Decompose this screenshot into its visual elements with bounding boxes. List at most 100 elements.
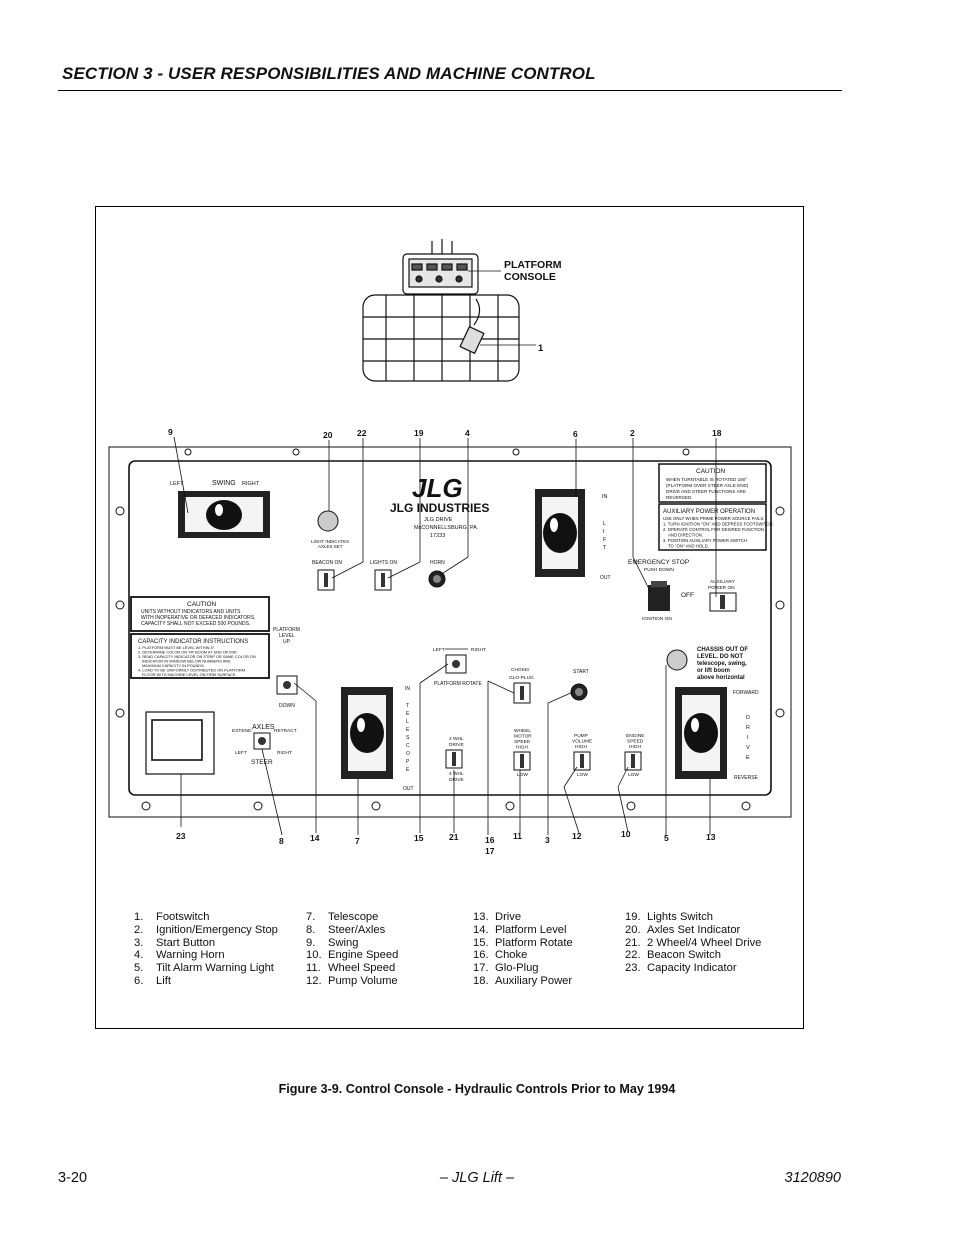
drive-letter: V — [746, 745, 750, 751]
telescope-letter: E — [406, 727, 410, 733]
chassis-warning-text: above horizontal — [697, 675, 745, 681]
aux-text: USE ONLY WHEN PRIME POWER SOURCE FAILS. — [663, 516, 765, 521]
horn-label: HORN — [430, 560, 445, 566]
address-line-3: 17233 — [430, 533, 445, 539]
drive-joystick: FORWARD D R I V E REVERSE — [675, 687, 759, 781]
legend-item: 16.Choke — [473, 949, 573, 962]
legend-label: Ignition/Emergency Stop — [156, 923, 278, 936]
caution-text: (PLATFORM OVER STEER AXLE END) — [666, 483, 749, 488]
legend-number: 8. — [306, 923, 316, 936]
four-wheel-label: 4 WHL — [449, 771, 464, 777]
aux-text: 1. TURN IGNITION "ON" AND DEPRESS FOOTSW… — [663, 522, 774, 527]
figure-caption: Figure 3-9. Control Console - Hydraulic … — [278, 1082, 676, 1096]
caution-text: REVERSED. — [666, 495, 693, 500]
beacon-on-label: BEACON ON — [312, 560, 342, 566]
page-number: 3-20 — [58, 1170, 88, 1186]
choke-label: CHOKE/ — [511, 667, 530, 673]
document-number: 3120890 — [784, 1170, 841, 1186]
aux-power-label: AUXILIARY — [710, 579, 736, 585]
legend-number: 2. — [134, 923, 144, 936]
chassis-warning-text: LEVEL. DO NOT — [697, 654, 743, 660]
legend-number: 19. — [625, 911, 641, 923]
lift-letter: I — [603, 529, 605, 535]
legend-column-3: 13.Drive 14.Platform Level 15.Platform R… — [473, 911, 573, 988]
chassis-warning-text: or lift boom — [697, 668, 730, 674]
legend-number: 7. — [306, 911, 316, 923]
callout-22: 22 — [357, 428, 367, 438]
callout-21: 21 — [449, 832, 459, 842]
tilt-alarm-light — [666, 649, 688, 671]
steer-right-label: RIGHT — [277, 750, 292, 756]
legend-item: 10.Engine Speed — [306, 949, 398, 962]
steer-label: STEER — [251, 759, 273, 766]
footer-title: – JLG Lift – — [439, 1170, 515, 1186]
ignition-on-label: IGNITION ON — [642, 616, 672, 622]
legend-column-4: 19.Lights Switch 20.Axles Set Indicator … — [625, 911, 761, 975]
telescope-letter: L — [406, 719, 409, 725]
legend-number: 22. — [625, 949, 641, 962]
low-label: LOW — [517, 772, 528, 778]
telescope-letter: P — [406, 759, 410, 765]
swing-left-label: LEFT — [170, 481, 184, 487]
legend-number: 5. — [134, 962, 144, 975]
light-indicator-label-2: AXLES SET — [318, 544, 343, 549]
callout-19: 19 — [414, 428, 424, 438]
callout-17: 17 — [485, 846, 495, 856]
aux-text: 3. POSITION AUXILIARY POWER SWITCH — [663, 538, 747, 543]
callout-23: 23 — [176, 831, 186, 841]
choke-glo-plug-switch: CHOKE/ GLO-PLUG — [509, 667, 534, 704]
legend-label: Pump Volume — [328, 974, 398, 987]
glo-plug-label: GLO-PLUG — [509, 675, 534, 681]
callout-8: 8 — [279, 836, 284, 846]
lights-switch: LIGHTS ON — [370, 560, 397, 591]
callout-12: 12 — [572, 831, 582, 841]
cap-text: MAXIMUM CAPACITY IN POUNDS. — [142, 663, 205, 668]
telescope-joystick: IN T E L E S C O P E OUT — [341, 686, 414, 792]
start-button: START — [570, 669, 589, 701]
pump-volume-label: HIGH — [575, 744, 588, 750]
drive-letter: R — [746, 725, 750, 731]
platform-rotate-label: PLATFORM ROTATE — [434, 681, 482, 687]
aux-power-label-2: POWER ON — [708, 585, 735, 591]
two-wheel-label-2: DRIVE — [449, 742, 464, 748]
legend-label: Tilt Alarm Warning Light — [156, 962, 274, 975]
telescope-letter: S — [406, 735, 410, 741]
callout-15: 15 — [414, 833, 424, 843]
callout-7: 7 — [355, 836, 360, 846]
down-label: DOWN — [279, 703, 295, 709]
legend-item: 22. Beacon Switch — [625, 949, 761, 962]
chassis-warning-text: CHASSIS OUT OF — [697, 647, 748, 653]
legend-label: Wheel Speed — [328, 962, 396, 975]
lift-joystick: IN L I F T OUT — [535, 489, 611, 581]
axles-set-indicator — [317, 510, 339, 532]
callout-16: 16 — [485, 835, 495, 845]
leader-lines — [173, 436, 717, 836]
legend-number: 23. — [625, 962, 641, 975]
legend-label: Beacon Switch — [647, 949, 722, 962]
legend-label: Footswitch — [156, 911, 210, 923]
capacity-instructions-plate: CAPACITY INDICATOR INSTRUCTIONS 1. PLATF… — [130, 633, 270, 679]
legend-number: 9. — [306, 936, 316, 949]
cap-text: FLOOR WITH MACHINE LEVEL ON FIRM SURFACE… — [142, 672, 237, 677]
legend-number: 16. — [473, 949, 489, 962]
callout-14: 14 — [310, 833, 320, 843]
axles-label: AXLES — [252, 724, 275, 731]
reverse-label: REVERSE — [734, 775, 759, 781]
address-line-2: McCONNELLSBURG, PA. — [414, 525, 479, 531]
platform-rotate-switch: LEFT RIGHT PLATFORM ROTATE — [433, 647, 486, 687]
callout-4: 4 — [465, 428, 470, 438]
legend-label: Lights Switch — [647, 911, 713, 923]
cap-title: CAPACITY INDICATOR INSTRUCTIONS — [138, 639, 248, 645]
legend-number: 10. — [306, 949, 322, 962]
engine-speed-switch: ENGINE SPEED HIGH LOW — [624, 733, 644, 778]
cap-text: 1. PLATFORM MUST BE LEVEL WITHIN 5°. — [138, 645, 215, 650]
forward-label: FORWARD — [733, 690, 759, 696]
two-wheel-label: 2 WHL — [449, 736, 464, 742]
telescope-letter: E — [406, 711, 410, 717]
legend-item: 8.Steer/Axles — [306, 924, 398, 937]
emergency-stop-label: EMERGENCY STOP — [628, 559, 689, 566]
legend-number: 3. — [134, 936, 144, 949]
emergency-stop: EMERGENCY STOP PUSH DOWN OFF IGNITION ON — [628, 559, 694, 622]
telescope-letter: C — [406, 743, 410, 749]
callout-1: 1 — [538, 343, 544, 354]
